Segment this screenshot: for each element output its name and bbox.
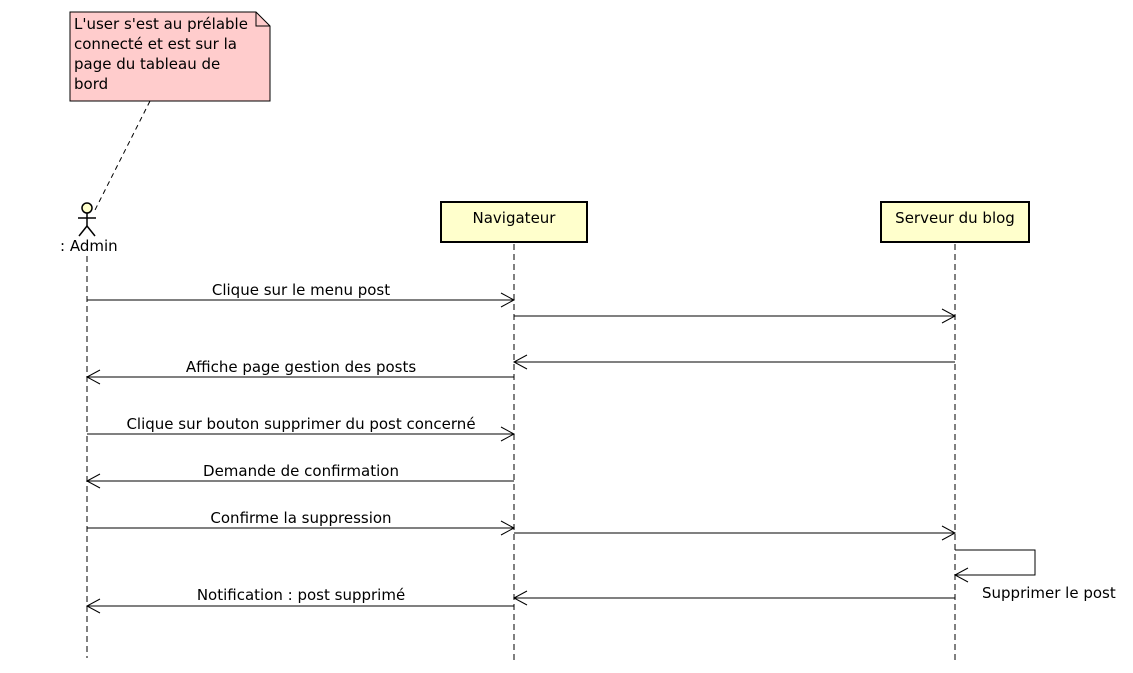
arrowhead-left-icon <box>512 590 528 606</box>
note-line-4: bord <box>74 75 108 93</box>
participant-navigateur: Navigateur <box>440 201 588 243</box>
participant-box <box>440 201 588 243</box>
arrowhead-left-icon <box>85 369 101 385</box>
arrowhead-right-icon <box>500 426 516 442</box>
message-demande-confirmation: Demande de confirmation <box>85 462 514 489</box>
note-line-1: L'user s'est au prélable <box>74 15 248 33</box>
message-server-response <box>512 354 955 370</box>
message-forward-deletion <box>514 525 957 541</box>
note-line-2: connecté et est sur la <box>74 35 237 53</box>
arrowhead-right-icon <box>941 525 957 541</box>
message-label: Demande de confirmation <box>203 462 399 480</box>
message-request-server <box>514 308 957 324</box>
arrowhead-left-icon <box>85 598 101 614</box>
arrowhead-right-icon <box>941 308 957 324</box>
message-label: Clique sur le menu post <box>212 281 390 299</box>
message-clique-supprimer: Clique sur bouton supprimer du post conc… <box>87 415 516 442</box>
stick-figure-icon <box>78 202 96 237</box>
arrowhead-right-icon <box>500 520 516 536</box>
participant-box <box>880 201 1030 243</box>
participant-label: Navigateur <box>473 209 557 227</box>
participant-serveur: Serveur du blog <box>880 201 1030 243</box>
arrowhead-left-icon <box>953 567 969 583</box>
arrowhead-right-icon <box>500 292 516 308</box>
message-label: Supprimer le post <box>982 584 1116 602</box>
message-label: Confirme la suppression <box>210 509 391 527</box>
message-server-confirm <box>512 590 955 606</box>
participant-label: Serveur du blog <box>895 209 1015 227</box>
message-clique-menu-post: Clique sur le menu post <box>87 281 516 308</box>
message-confirme-suppression: Confirme la suppression <box>87 509 516 536</box>
message-supprimer-post-self: Supprimer le post <box>953 549 1116 602</box>
message-label: Notification : post supprimé <box>197 586 405 604</box>
note-connector <box>93 100 151 213</box>
message-notification: Notification : post supprimé <box>85 586 514 614</box>
note-line-3: page du tableau de <box>74 55 220 73</box>
arrowhead-left-icon <box>85 473 101 489</box>
message-affiche-page: Affiche page gestion des posts <box>85 358 514 385</box>
precondition-note: L'user s'est au prélable connecté et est… <box>69 11 271 102</box>
message-label: Affiche page gestion des posts <box>186 358 417 376</box>
arrowhead-left-icon <box>512 354 528 370</box>
message-label: Clique sur bouton supprimer du post conc… <box>126 415 475 433</box>
actor-label: : Admin <box>60 237 118 255</box>
actor-admin: : Admin <box>60 202 118 255</box>
